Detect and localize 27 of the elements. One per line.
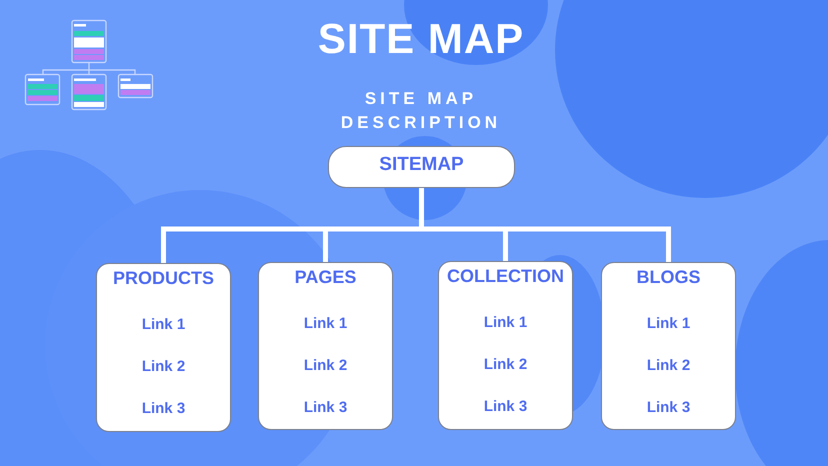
subtitle: SITE MAP DESCRIPTION: [340, 88, 502, 134]
link-text: Link 3: [304, 398, 348, 418]
category-card: [258, 262, 393, 430]
category-card: [96, 263, 231, 432]
connector-line: [158, 186, 674, 232]
link-text: Link 3: [646, 398, 690, 418]
connector-line: [161, 229, 166, 263]
link-text: Link 3: [142, 399, 186, 419]
title: SITE MAP: [316, 15, 526, 63]
link-text: Link 2: [304, 356, 348, 376]
link-text: Link 2: [142, 357, 186, 377]
link-text: Link 1: [304, 314, 348, 334]
card-heading: PAGES: [294, 266, 356, 288]
card-heading: COLLECTION: [447, 265, 564, 287]
link-text: Link 1: [484, 313, 528, 333]
card-heading: BLOGS: [636, 266, 700, 288]
link-text: Link 1: [646, 314, 690, 334]
category-card: [601, 262, 736, 430]
link-text: Link 2: [646, 356, 690, 376]
link-text: Link 3: [484, 397, 528, 417]
card-heading: PRODUCTS: [112, 267, 214, 289]
node-label: SITEMAP: [379, 154, 464, 176]
connector-line: [323, 229, 328, 262]
link-text: Link 1: [142, 315, 186, 335]
connector-line: [666, 229, 671, 262]
link-text: Link 2: [484, 355, 528, 375]
connector-line: [503, 229, 508, 261]
